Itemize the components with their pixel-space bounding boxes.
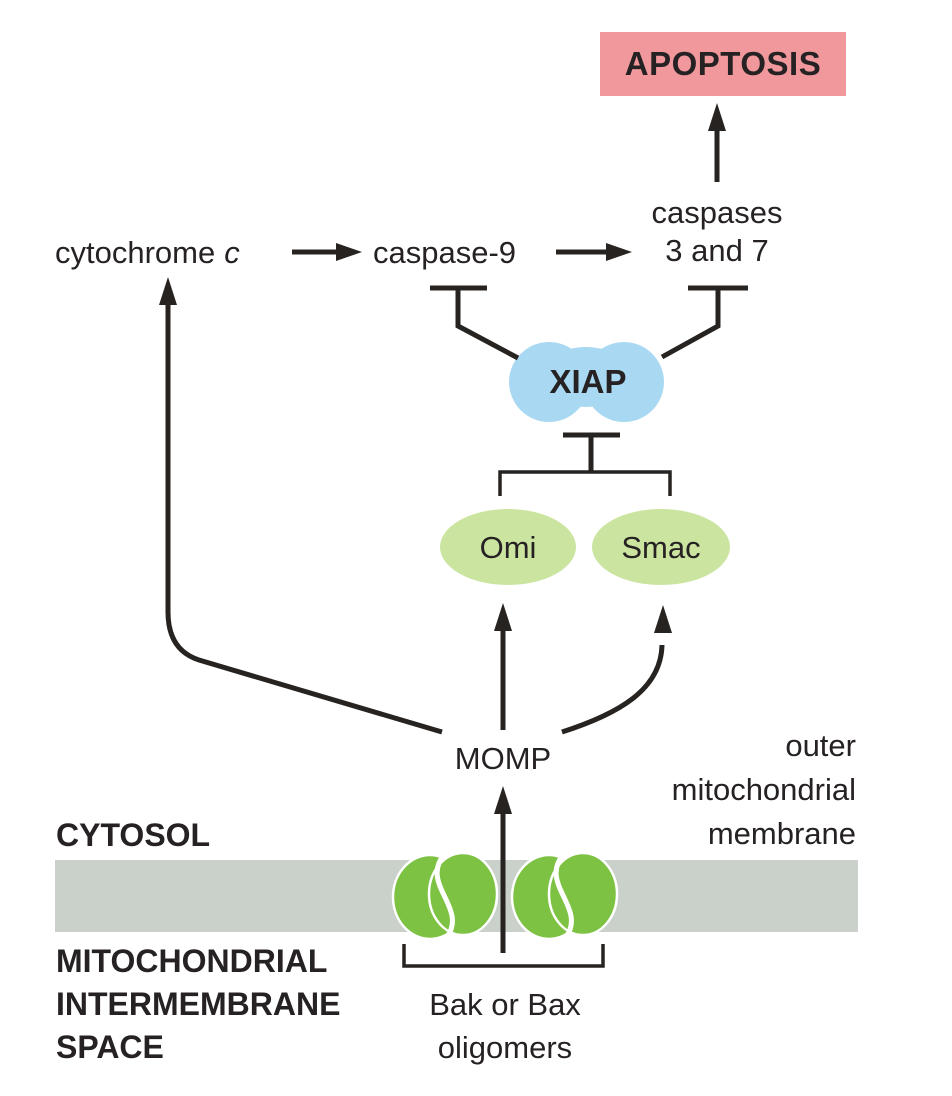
connector-lines	[165, 116, 748, 968]
bean-shape	[427, 851, 499, 937]
bracket-bak-bax	[402, 944, 605, 968]
outer-membrane-line3: membrane	[707, 816, 856, 851]
arrowheads	[159, 103, 726, 814]
arrowhead-up-cytochrome	[159, 277, 177, 305]
bean-divider	[553, 853, 574, 939]
inhibit-stem-xiap-caspases37	[660, 290, 721, 360]
arrowhead-right-caspases37	[606, 243, 632, 261]
momp-label: MOMP	[454, 741, 552, 776]
arrowhead-up-smac	[654, 605, 672, 633]
arrowhead-up-omi	[494, 603, 512, 631]
intermembrane-line1: MITOCHONDRIAL	[56, 943, 328, 979]
arrowhead-up-apoptosis	[708, 103, 726, 131]
inhibit-stem-xiap-caspase9	[455, 290, 520, 361]
apoptosis-label: APOPTOSIS	[624, 45, 822, 82]
arrowhead-right-caspase9	[336, 243, 362, 261]
caspase-9-label: caspase-9	[373, 235, 517, 270]
arrowhead-up-momp	[494, 786, 512, 814]
mitochondrial-intermembrane-space-label: MITOCHONDRIAL INTERMEMBRANE SPACE	[56, 940, 340, 1069]
intermembrane-line2: INTERMEMBRANE	[56, 986, 341, 1022]
bracket-omi-smac	[498, 470, 672, 496]
smac-label: Smac	[621, 530, 701, 565]
bean-shape	[547, 851, 619, 937]
outer-mitochondrial-membrane-label: outer mitochondrial membrane	[606, 724, 856, 856]
omi-oval	[440, 509, 576, 585]
omi-label: Omi	[479, 530, 537, 565]
caspases-3-7-line2: 3 and 7	[665, 233, 769, 268]
bakbax-line1: Bak or Bax	[429, 987, 581, 1022]
caspases-3-7-line1: caspases	[651, 195, 783, 230]
bean-divider	[434, 853, 455, 939]
xiap-blob	[509, 342, 664, 422]
cytochrome-c-letter: c	[224, 235, 240, 270]
bak-or-bax-oligomers-label: Bak or Bax oligomers	[398, 983, 612, 1069]
outer-membrane-line1: outer	[785, 728, 856, 763]
xiap-label: XIAP	[549, 363, 627, 400]
arrow-momp-to-smac	[561, 644, 665, 735]
bakbax-line2: oligomers	[437, 1030, 573, 1065]
smac-oval	[592, 509, 730, 585]
xiap-blob-bridge	[540, 347, 632, 407]
apoptosis-box	[600, 32, 846, 96]
cytochrome-word: cytochrome	[55, 235, 216, 270]
cytosol-label: CYTOSOL	[56, 817, 211, 853]
bak-bax-oligomer-left	[391, 851, 499, 941]
intermembrane-line3: SPACE	[56, 1029, 164, 1065]
arrow-momp-to-cytochrome	[165, 290, 443, 735]
caspases-3-7-label: caspases 3 and 7	[617, 194, 817, 270]
outer-membrane-line2: mitochondrial	[671, 772, 856, 807]
bak-bax-oligomer-right	[510, 851, 619, 941]
